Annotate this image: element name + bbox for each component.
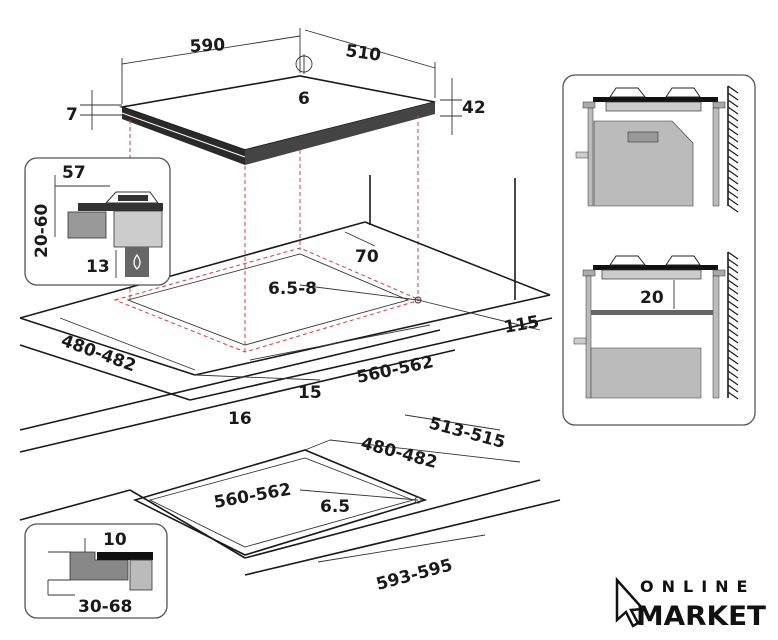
hatch-stroke [727, 335, 739, 344]
hatch-stroke [727, 85, 739, 94]
hatch-stroke [727, 342, 739, 351]
hatch-stroke [727, 314, 739, 323]
flush-worktop [19, 414, 561, 576]
hatch-stroke [727, 279, 739, 288]
dim-hob-width: 590 [189, 35, 226, 57]
hatch-stroke [727, 349, 739, 358]
dim-side-margin: 115 [502, 312, 540, 338]
hatch-stroke [727, 377, 739, 386]
dim-inset-worktop-thickness: 20-60 [32, 203, 52, 258]
hatch-stroke [727, 300, 739, 309]
wall-hatching [727, 85, 739, 400]
dim-gas-inlet: 6 [298, 89, 310, 109]
hatch-stroke [727, 258, 739, 267]
hatch-stroke [727, 356, 739, 365]
hatch-stroke [727, 141, 739, 150]
dim-cutout-width: 560-562 [355, 352, 435, 388]
dim-hob-height: 42 [462, 98, 486, 118]
dim-inset-top-clearance: 57 [62, 163, 86, 183]
hatch-stroke [727, 169, 739, 178]
dim-front-gap: 16 [228, 409, 252, 429]
dim-oven-clearance: 20 [640, 288, 664, 308]
dim-flush-recess: 10 [103, 530, 127, 550]
hatch-stroke [727, 286, 739, 295]
hatch-stroke [727, 265, 739, 274]
hatch-stroke [727, 113, 739, 122]
hatch-stroke [727, 293, 739, 302]
dim-flush-inner-width: 560-562 [212, 480, 292, 513]
dim-hob-depth: 510 [344, 41, 382, 66]
dim-flush-inner-depth: 480-482 [359, 434, 440, 474]
hatch-stroke [727, 99, 739, 108]
dim-flush-worktop-thickness: 30-68 [78, 597, 132, 617]
hatch-stroke [727, 134, 739, 143]
hatch-stroke [727, 204, 739, 213]
hatch-stroke [727, 176, 739, 185]
hatch-stroke [727, 92, 739, 101]
cursor-icon [615, 576, 646, 628]
hatch-stroke [727, 328, 739, 337]
hatch-stroke [727, 384, 739, 393]
dim-flush-outer-depth: 513-515 [427, 414, 508, 454]
hatch-stroke [727, 106, 739, 115]
hatch-stroke [727, 391, 739, 400]
inset-flush-section [24, 523, 168, 619]
hatch-stroke [727, 307, 739, 316]
hatch-stroke [727, 321, 739, 330]
dim-front-margin: 15 [298, 383, 322, 403]
hatch-stroke [727, 183, 739, 192]
logo-line1: ONLINE [640, 577, 755, 596]
online-market-logo: ONLINE MARKET [615, 576, 767, 632]
logo-line2: MARKET [636, 601, 767, 632]
hatch-stroke [727, 197, 739, 206]
hatch-stroke [727, 251, 739, 260]
hatch-stroke [727, 370, 739, 379]
dim-corner-radius: 6.5-8 [268, 279, 317, 299]
hatch-stroke [727, 190, 739, 199]
hatch-stroke [727, 363, 739, 372]
hob-dimension-lines [80, 28, 462, 135]
hatch-stroke [727, 272, 739, 281]
dim-flush-outer-width: 593-595 [374, 555, 455, 595]
hatch-stroke [727, 162, 739, 171]
inset-worktop-section [24, 157, 171, 286]
dim-flush-corner-radius: 6.5 [320, 497, 350, 517]
dim-glass-thickness: 7 [66, 105, 78, 125]
hatch-stroke [727, 155, 739, 164]
hatch-stroke [727, 120, 739, 129]
hatch-stroke [727, 148, 739, 157]
hatch-stroke [727, 127, 739, 136]
flame-icon [133, 253, 141, 270]
inset-oven-clearance [562, 74, 756, 426]
dim-inset-bottom-clearance: 13 [86, 257, 110, 277]
hob-unit [118, 75, 436, 165]
worktop-cutout [19, 175, 553, 453]
dim-rear-margin: 70 [355, 247, 379, 267]
